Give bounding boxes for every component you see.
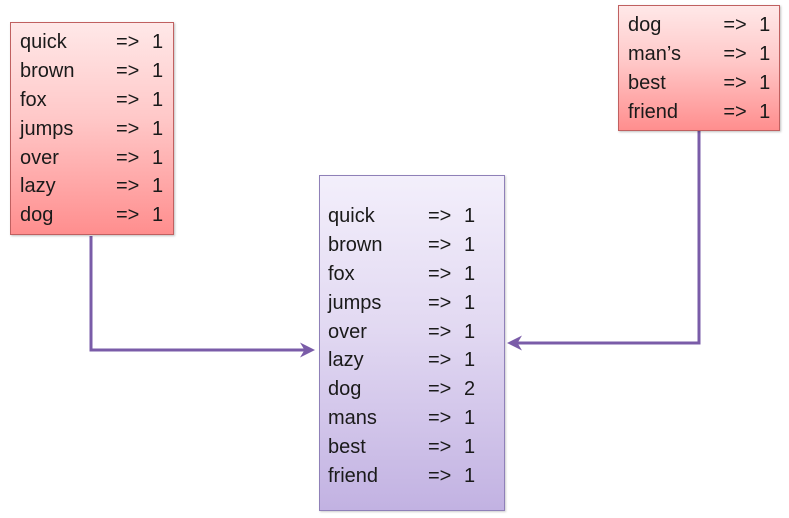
table-row: best => 1 <box>628 69 779 98</box>
table-row: mans => 1 <box>328 404 504 433</box>
arrow-label: => <box>116 59 140 82</box>
arrow-label: => <box>428 233 452 256</box>
table-row: fox => 1 <box>20 86 173 115</box>
table-row: lazy => 1 <box>20 172 173 201</box>
map-right-box: dog => 1 man’s => 1 best => 1 friend => 1 <box>618 5 780 131</box>
arrow-label: => <box>116 88 140 111</box>
word-label: mans <box>328 407 377 430</box>
table-row: dog => 1 <box>628 11 779 40</box>
arrow-label: => <box>116 146 140 169</box>
count-value: 1 <box>464 320 476 343</box>
table-row: jumps => 1 <box>328 289 504 318</box>
word-label: best <box>328 436 366 459</box>
count-value: 1 <box>152 146 164 169</box>
count-value: 1 <box>152 59 164 82</box>
word-label: best <box>628 71 666 94</box>
table-row: over => 1 <box>328 318 504 347</box>
arrow-label: => <box>428 320 452 343</box>
arrow-label: => <box>428 262 452 285</box>
table-row: quick => 1 <box>328 202 504 231</box>
count-value: 1 <box>464 465 476 488</box>
arrow-label: => <box>428 465 452 488</box>
count-value: 1 <box>152 204 164 227</box>
table-row: brown => 1 <box>328 231 504 260</box>
table-row: dog => 2 <box>328 375 504 404</box>
arrow-label: => <box>428 436 452 459</box>
arrow-label: => <box>428 205 452 227</box>
arrow-label: => <box>723 42 747 65</box>
arrow-label: => <box>428 291 452 314</box>
table-row: dog => 1 <box>20 201 173 230</box>
count-value: 1 <box>464 262 476 285</box>
arrow-label: => <box>116 31 140 53</box>
count-value: 2 <box>464 378 476 401</box>
table-row: quick => 1 <box>20 28 173 57</box>
count-value: 1 <box>152 88 164 111</box>
count-value: 1 <box>152 175 164 198</box>
table-row: friend => 1 <box>628 98 779 127</box>
word-label: lazy <box>328 349 364 372</box>
arrow-label: => <box>116 204 140 227</box>
word-label: fox <box>328 262 355 285</box>
count-value: 1 <box>759 71 771 94</box>
table-row: friend => 1 <box>328 462 504 491</box>
left-connector-arrow <box>89 236 315 358</box>
word-label: quick <box>328 205 375 227</box>
word-label: man’s <box>628 42 681 65</box>
right-connector-arrow <box>507 131 701 351</box>
word-label: over <box>328 320 367 343</box>
word-label: dog <box>628 14 662 36</box>
count-value: 1 <box>464 291 476 314</box>
arrow-label: => <box>428 378 452 401</box>
word-label: friend <box>328 465 379 488</box>
arrow-label: => <box>723 14 747 36</box>
count-value: 1 <box>464 407 476 430</box>
word-label: quick <box>20 31 67 53</box>
arrow-label: => <box>723 71 747 94</box>
count-value: 1 <box>464 349 476 372</box>
count-value: 1 <box>759 14 771 36</box>
table-row: jumps => 1 <box>20 115 173 144</box>
word-label: brown <box>328 233 383 256</box>
word-label: dog <box>20 204 54 227</box>
count-value: 1 <box>464 233 476 256</box>
arrow-label: => <box>116 175 140 198</box>
table-row: brown => 1 <box>20 57 173 86</box>
table-row: best => 1 <box>328 433 504 462</box>
table-row: over => 1 <box>20 144 173 173</box>
map-left-box: quick => 1 brown => 1 fox => 1 jumps => 1 over =>… <box>10 22 174 235</box>
table-row: fox => 1 <box>328 260 504 289</box>
arrow-label: => <box>428 349 452 372</box>
word-label: over <box>20 146 59 169</box>
word-label: lazy <box>20 175 56 198</box>
count-value: 1 <box>152 117 164 140</box>
word-label: dog <box>328 378 362 401</box>
arrow-label: => <box>116 117 140 140</box>
word-label: fox <box>20 88 47 111</box>
word-label: jumps <box>20 117 74 140</box>
count-value: 1 <box>464 205 476 227</box>
table-row: lazy => 1 <box>328 346 504 375</box>
arrow-label: => <box>428 407 452 430</box>
word-label: jumps <box>328 291 382 314</box>
table-row: man’s => 1 <box>628 40 779 69</box>
count-value: 1 <box>759 100 771 123</box>
arrow-label: => <box>723 100 747 123</box>
count-value: 1 <box>152 31 164 53</box>
reduce-box: quick => 1 brown => 1 fox => 1 jumps => 1 over =>… <box>319 175 505 511</box>
word-label: brown <box>20 59 75 82</box>
count-value: 1 <box>759 42 771 65</box>
count-value: 1 <box>464 436 476 459</box>
word-label: friend <box>628 100 679 123</box>
